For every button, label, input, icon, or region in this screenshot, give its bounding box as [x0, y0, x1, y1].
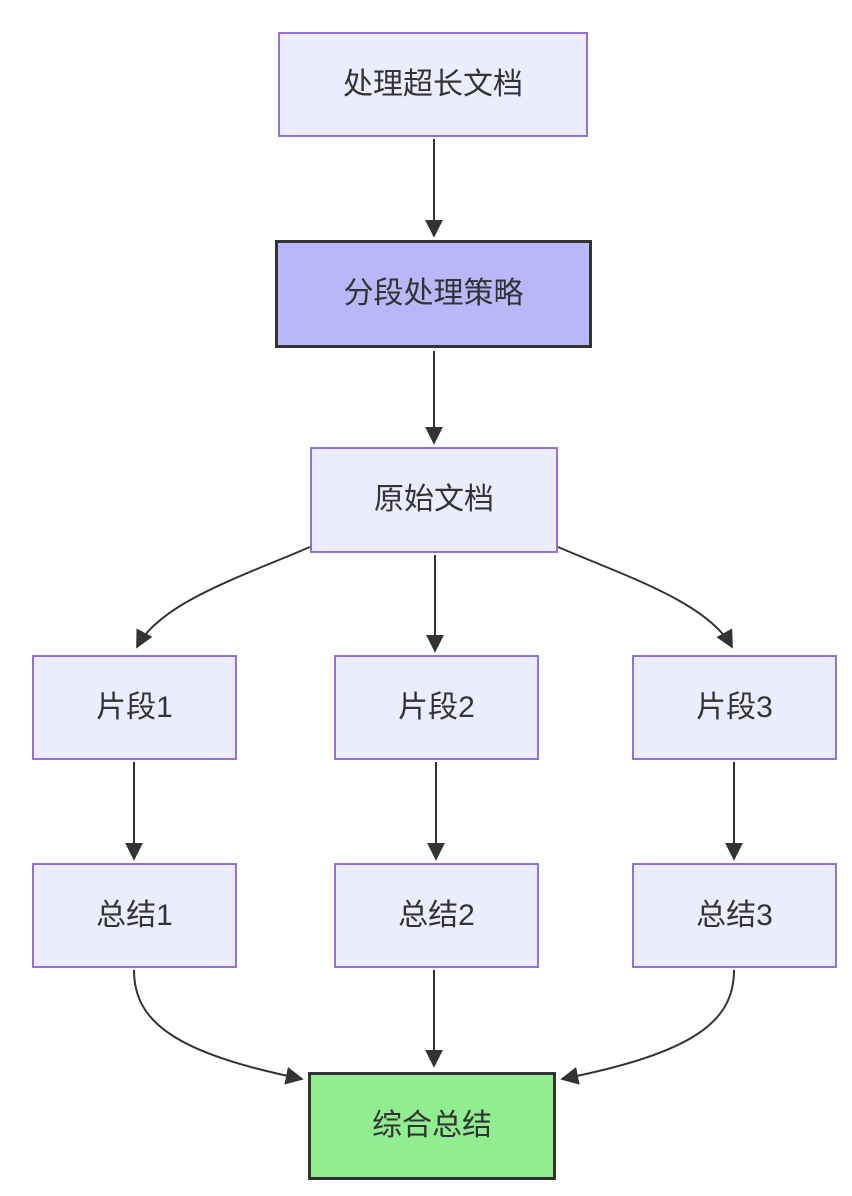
node-label: 原始文档 — [374, 483, 494, 516]
node-summary-2: 总结2 — [334, 863, 539, 968]
node-label: 片段1 — [96, 690, 173, 724]
edge-doc-to-chunk1 — [136, 546, 311, 649]
node-label: 分段处理策略 — [343, 277, 524, 310]
edge-summary1-to-final — [133, 969, 304, 1085]
node-final-summary: 综合总结 — [308, 1072, 556, 1180]
edge-doc-to-chunk3 — [557, 546, 733, 649]
node-label: 总结1 — [96, 898, 173, 932]
node-chunk-3: 片段3 — [632, 655, 837, 760]
node-label: 处理超长文档 — [343, 67, 523, 101]
node-label: 综合总结 — [372, 1109, 492, 1142]
edge-summary3-to-final — [560, 969, 735, 1085]
node-chunk-1: 片段1 — [32, 655, 237, 760]
node-process-long-document: 处理超长文档 — [278, 32, 588, 137]
node-original-document: 原始文档 — [310, 447, 558, 553]
node-summary-1: 总结1 — [32, 863, 237, 968]
node-summary-3: 总结3 — [632, 863, 837, 968]
node-label: 总结3 — [696, 898, 773, 932]
node-chunk-2: 片段2 — [334, 655, 539, 760]
node-label: 总结2 — [398, 898, 475, 932]
node-label: 片段3 — [696, 690, 773, 724]
node-segmentation-strategy: 分段处理策略 — [275, 240, 592, 348]
node-label: 片段2 — [398, 690, 475, 724]
